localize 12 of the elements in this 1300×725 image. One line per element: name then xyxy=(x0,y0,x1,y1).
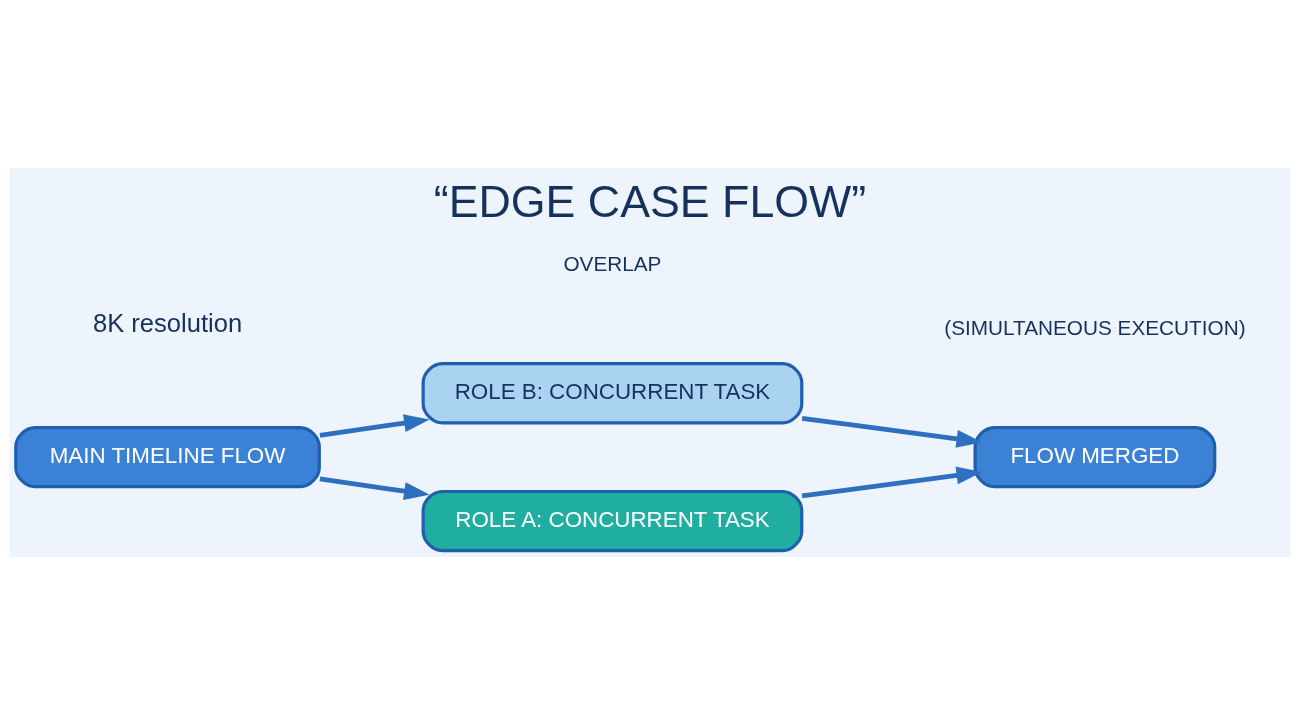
label: OVERLAP xyxy=(563,251,662,275)
arrow xyxy=(801,466,983,499)
arrow xyxy=(319,476,430,501)
node-box: ROLE A: CONCURRENT TASK xyxy=(421,489,804,553)
label: (SIMULTANEOUS EXECUTION) xyxy=(944,315,1246,339)
arrow xyxy=(319,414,430,438)
node-box: MAIN TIMELINE FLOW xyxy=(14,426,321,489)
diagram-title: “EDGE CASE FLOW” xyxy=(433,176,867,226)
node-box: FLOW MERGED xyxy=(973,426,1217,489)
label: 8K resolution xyxy=(92,309,243,338)
arrow xyxy=(801,415,983,448)
node-box: ROLE B: CONCURRENT TASK xyxy=(421,362,804,425)
